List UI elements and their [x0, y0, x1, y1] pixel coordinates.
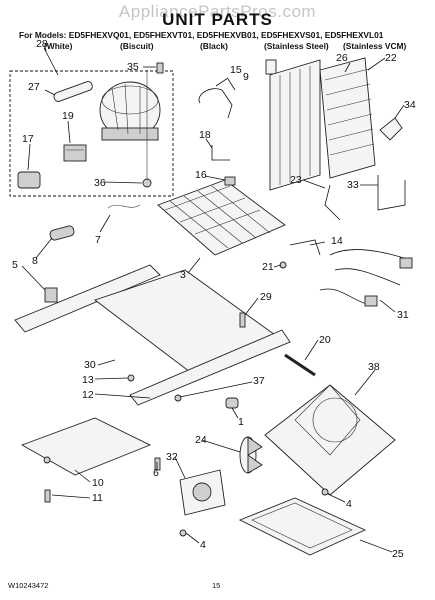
callout-24: 24: [195, 434, 207, 446]
callout-11: 11: [92, 492, 103, 504]
part-bushing-1: [225, 397, 239, 409]
callout-9: 9: [243, 71, 249, 83]
part-bolt-20: [284, 353, 316, 377]
part-screw-6: [154, 457, 161, 471]
part-fan-motor: [179, 469, 226, 516]
compressor-kit-box: [9, 70, 174, 197]
part-screw-4-lower: [179, 529, 187, 537]
part-start-device: [44, 81, 93, 102]
variant-label-stainless-vcm: (Stainless VCM): [343, 41, 407, 51]
part-foam-8: [49, 225, 75, 241]
callout-35: 35: [127, 61, 139, 73]
part-wiring-harness: [319, 249, 413, 307]
part-screw-13: [127, 374, 135, 382]
callout-10: 10: [92, 477, 104, 489]
callout-29: 29: [260, 291, 272, 303]
page-title: UNIT PARTS: [162, 10, 273, 29]
variant-label-white: (White): [44, 41, 73, 51]
part-condenser-grid: [157, 179, 286, 256]
callout-33: 33: [347, 179, 359, 191]
part-compressor: [99, 81, 161, 141]
part-machine-tray: [264, 384, 396, 496]
callout-4-right: 4: [346, 498, 352, 510]
callout-16: 16: [195, 169, 207, 181]
doc-number: W10243472: [8, 581, 49, 590]
part-fan-blade: [239, 436, 263, 474]
part-bolt-35: [143, 62, 164, 74]
part-relay: [63, 144, 87, 162]
callout-1: 1: [238, 416, 244, 428]
callout-20: 20: [319, 334, 331, 346]
models-line: For Models: ED5FHEXVQ01, ED5FHEXVT01, ED…: [19, 30, 384, 40]
callout-31: 31: [397, 309, 409, 321]
callout-numbers: 28 35 15 9 26 22 27 19 17 34 18 36 16 23…: [12, 38, 416, 560]
part-base-frame: [14, 264, 291, 406]
part-tube-15: [198, 88, 233, 119]
page-number: 15: [212, 581, 221, 590]
callout-18: 18: [199, 129, 211, 141]
callout-28: 28: [36, 38, 48, 50]
callout-34: 34: [404, 99, 416, 111]
callout-5: 5: [12, 259, 18, 271]
part-screw-37: [174, 394, 182, 402]
part-grommet-36: [102, 70, 152, 188]
part-bracket-33: [377, 175, 406, 211]
callout-21: 21: [262, 261, 274, 273]
part-cover-10: [20, 417, 152, 476]
callout-26: 26: [336, 52, 348, 64]
callout-15: 15: [230, 64, 242, 76]
callout-37: 37: [253, 375, 265, 387]
part-clip-16: [224, 176, 236, 186]
part-overload: [17, 171, 41, 189]
variant-label-black: (Black): [200, 41, 228, 51]
callout-14: 14: [331, 235, 343, 247]
callout-32: 32: [166, 451, 178, 463]
callout-8: 8: [32, 255, 38, 267]
part-tube-18: [211, 145, 230, 161]
callout-12: 12: [82, 389, 94, 401]
callout-22: 22: [385, 52, 397, 64]
part-bracket-23: [324, 184, 341, 221]
callout-36: 36: [94, 177, 106, 189]
part-bracket-34: [379, 117, 403, 141]
callout-4-lower: 4: [200, 539, 206, 551]
variant-label-stainless-steel: (Stainless Steel): [264, 41, 329, 51]
callout-25: 25: [392, 548, 404, 560]
callout-30: 30: [84, 359, 96, 371]
part-clamp-9: [265, 59, 277, 75]
callout-38: 38: [368, 361, 380, 373]
part-wire-7: [107, 204, 141, 209]
callout-3: 3: [180, 269, 186, 281]
part-screw-29: [239, 312, 246, 328]
watermark: AppliancePartsPros.com: [118, 2, 317, 21]
part-condenser: [269, 59, 321, 191]
callout-23: 23: [290, 174, 302, 186]
callout-6: 6: [153, 467, 159, 479]
callout-19: 19: [62, 110, 74, 122]
callout-27: 27: [28, 81, 40, 93]
variant-label-biscuit: (Biscuit): [120, 41, 154, 51]
part-screw-4-right: [321, 488, 329, 496]
callout-7: 7: [95, 234, 101, 246]
callout-13: 13: [82, 374, 94, 386]
part-bracket-14: [289, 239, 321, 256]
callout-17: 17: [22, 133, 34, 145]
part-screw-11: [44, 489, 51, 503]
part-evaporator-coil: [319, 57, 376, 179]
leader-lines: [21, 47, 405, 553]
